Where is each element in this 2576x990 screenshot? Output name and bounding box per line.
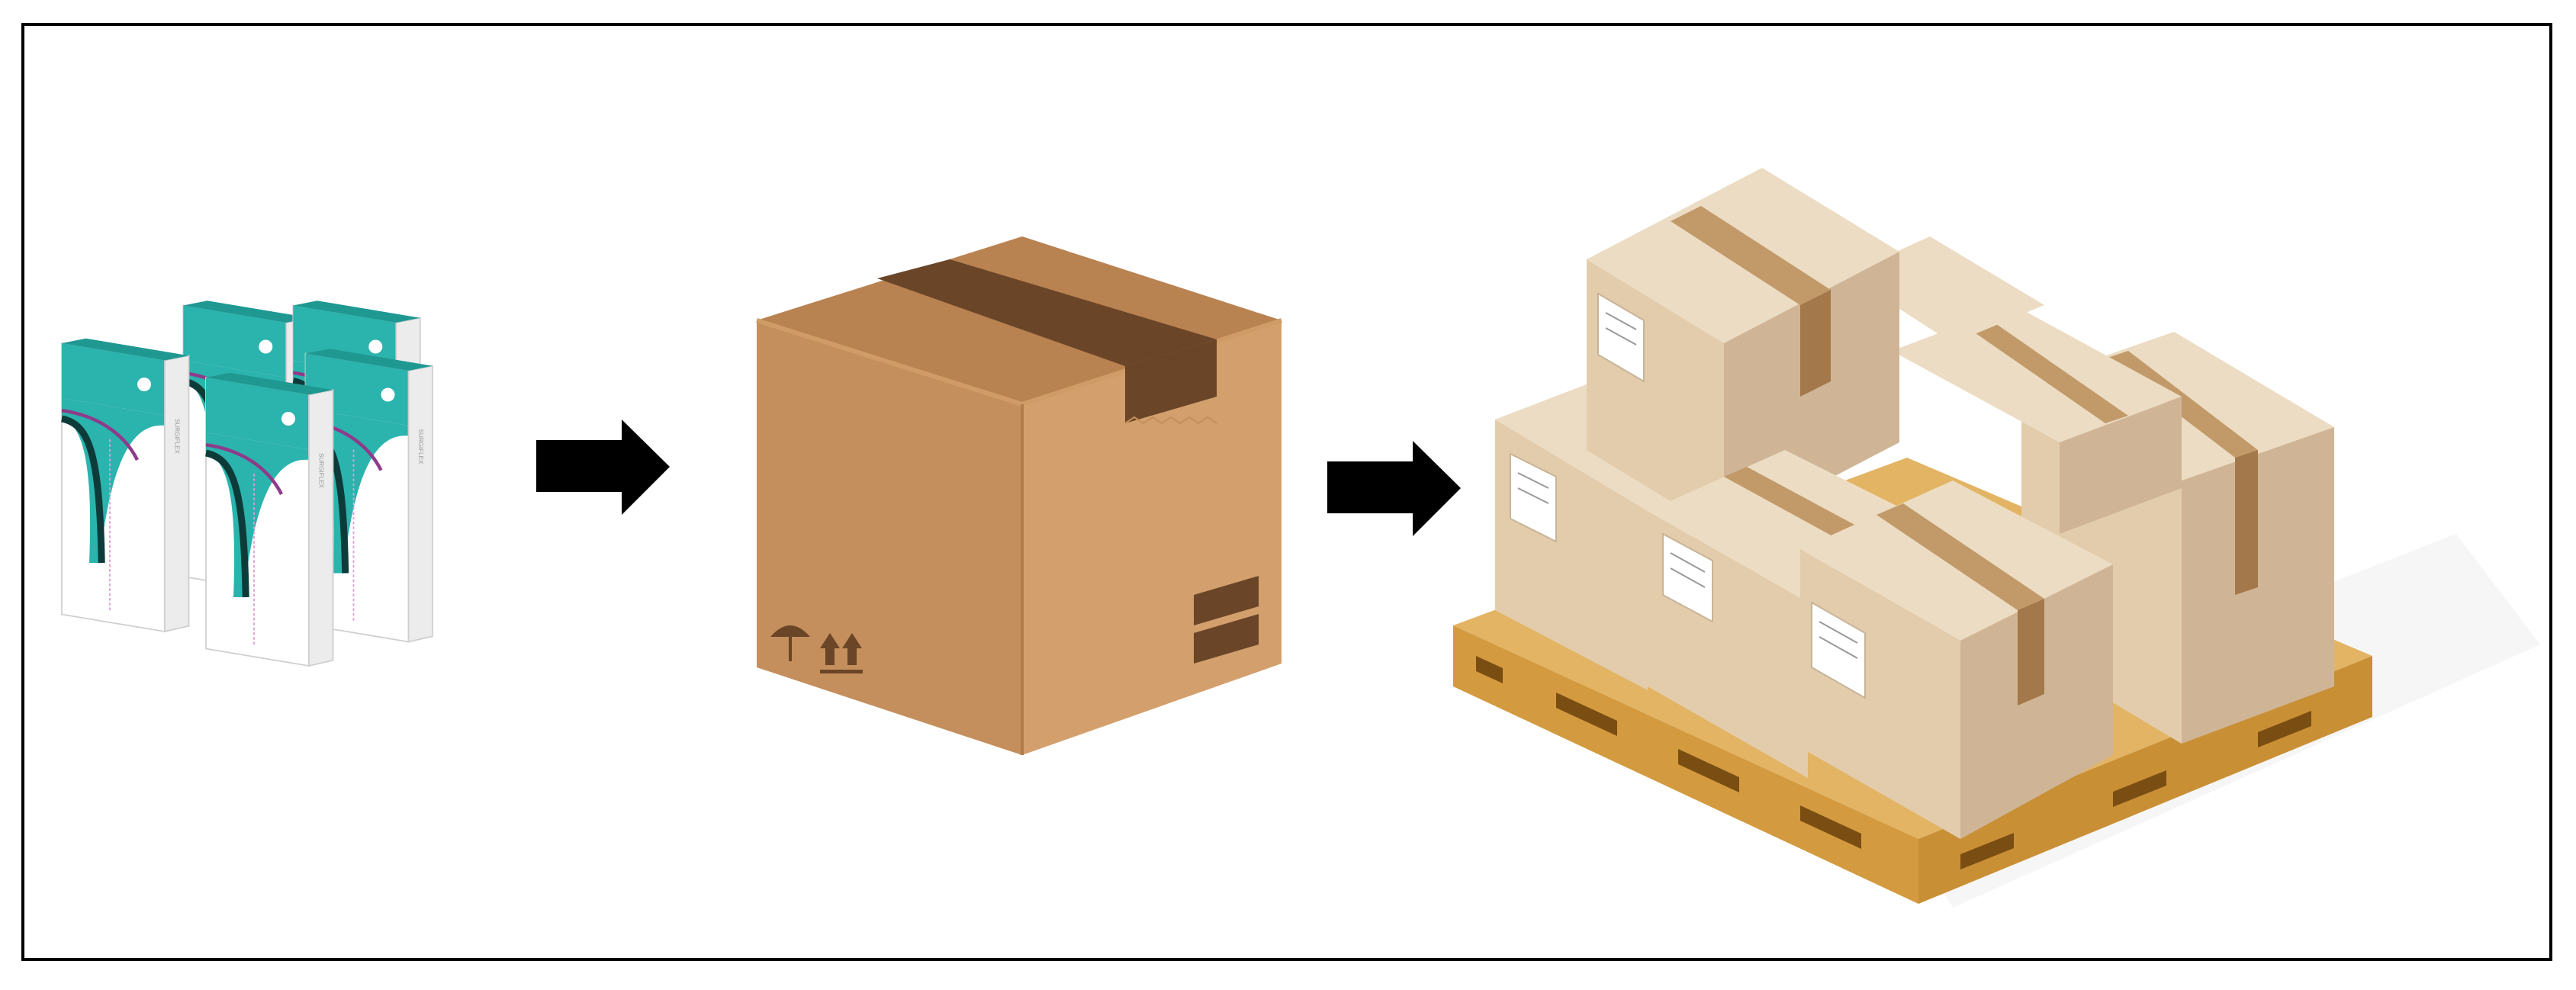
product-packages-icon: [62, 301, 433, 666]
arrow-right-icon: [536, 419, 670, 515]
cardboard-box-icon: [757, 236, 1282, 755]
pallet-of-boxes-icon: [1453, 168, 2540, 908]
arrow-right-icon: [1327, 441, 1461, 536]
